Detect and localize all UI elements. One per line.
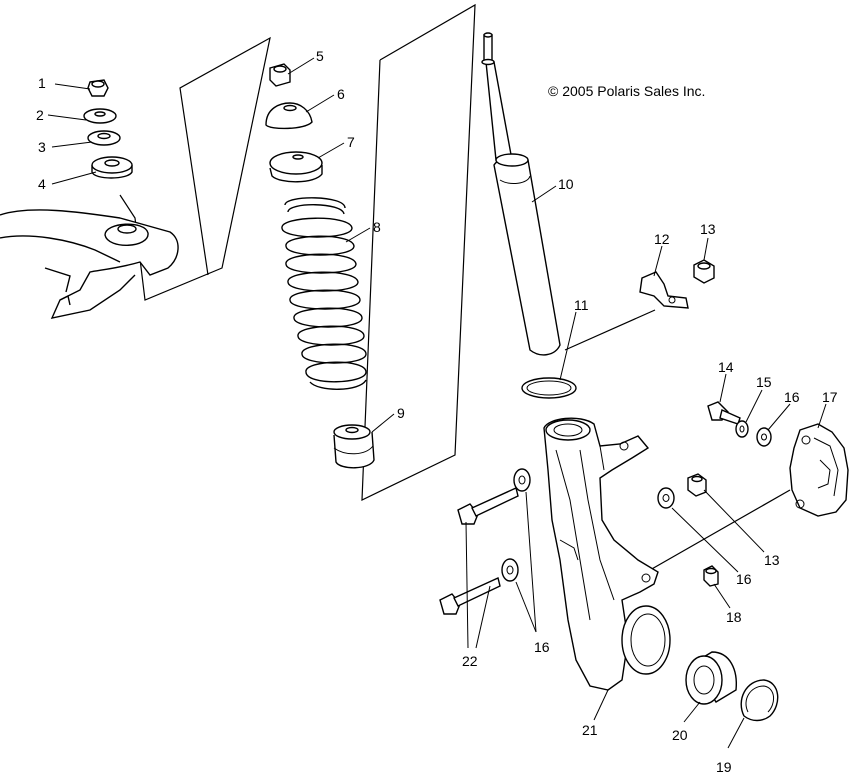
callout-17: 17 (822, 389, 838, 405)
callout-4: 4 (38, 176, 46, 192)
part-8-coil-spring (281, 197, 367, 390)
callout-12: 12 (654, 231, 670, 247)
guide-line-strut-to-knuckle (564, 309, 656, 351)
part-1-nut (87, 79, 109, 97)
guide-line-spring-stack (361, 3, 476, 501)
knuckle-hub-bore (621, 605, 671, 675)
part-20-wheel-bearing (685, 651, 737, 705)
part-7-spring-seat (269, 151, 323, 183)
callout-labels: 1 2 3 4 5 6 7 8 9 10 11 12 13 13 14 15 1… (36, 48, 838, 774)
part-9-bump-stop (333, 424, 375, 469)
callout-18: 18 (726, 609, 742, 625)
guide-line-upper-mount (119, 36, 271, 301)
callout-15: 15 (756, 374, 772, 390)
part-10-shock-absorber (481, 32, 561, 356)
part-13-nut-lower (687, 473, 707, 497)
guide-line-caliper (649, 489, 791, 571)
callout-2: 2 (36, 107, 44, 123)
callout-7: 7 (347, 134, 355, 150)
part-16-washer-upper (756, 427, 772, 447)
callout-14: 14 (718, 359, 734, 375)
part-2-washer (83, 108, 117, 124)
callout-21: 21 (582, 722, 598, 738)
callout-16-middle: 16 (736, 571, 752, 587)
part-13-nut-upper (693, 259, 715, 284)
part-22-bolt-upper (457, 487, 519, 525)
callout-6: 6 (337, 86, 345, 102)
callout-13-upper: 13 (700, 221, 716, 237)
callout-11: 11 (574, 297, 589, 313)
part-15-washer (735, 420, 749, 438)
part-21-steering-knuckle (543, 417, 659, 691)
part-17-brake-caliper (789, 423, 849, 517)
part-12-brake-line-clip (639, 271, 689, 309)
callout-19: 19 (716, 759, 732, 774)
callout-22: 22 (462, 653, 478, 669)
frame-mount-bracket (0, 209, 179, 319)
callout-16-left: 16 (534, 639, 550, 655)
part-16-washer-left-lower (501, 558, 519, 582)
part-22-bolt-lower (439, 577, 501, 615)
part-18-nut (703, 565, 719, 587)
part-5-nut (269, 63, 291, 87)
callout-16-upper-right: 16 (784, 389, 800, 405)
part-14-bolt (707, 401, 741, 425)
part-4-bushing (91, 156, 133, 179)
part-19-snap-ring (740, 679, 779, 722)
callout-8: 8 (373, 219, 381, 235)
part-16-washer-left-upper (513, 468, 531, 492)
callout-13-lower: 13 (764, 552, 780, 568)
callout-3: 3 (38, 139, 46, 155)
leader-lines (47, 57, 827, 749)
part-3-washer (87, 130, 121, 146)
callout-1: 1 (38, 75, 46, 91)
part-11-snap-ring (521, 377, 577, 399)
callout-5: 5 (316, 48, 324, 64)
part-6-upper-cap (265, 102, 313, 130)
part-16-washer-middle (657, 487, 675, 509)
callout-9: 9 (397, 405, 405, 421)
copyright-text: © 2005 Polaris Sales Inc. (548, 83, 705, 99)
callout-10: 10 (558, 176, 574, 192)
callout-20: 20 (672, 727, 688, 743)
